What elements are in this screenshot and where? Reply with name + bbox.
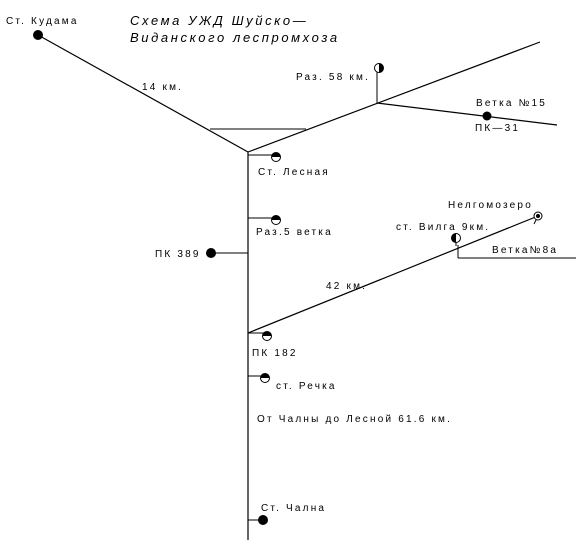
label-lesnaya: Ст. Лесная bbox=[258, 167, 330, 178]
scheme-title-line1: Схема УЖД Шуйско— bbox=[130, 13, 308, 28]
station-chalna-marker bbox=[258, 515, 268, 525]
station-vilga-marker bbox=[451, 233, 461, 243]
line-kudama-lesnaya bbox=[37, 34, 249, 153]
station-pk389-marker bbox=[206, 248, 216, 258]
label-pk389: ПК 389 bbox=[155, 249, 201, 260]
scheme-title-line2: Виданского леспромхоза bbox=[130, 30, 340, 45]
line-lesnaya-northeast bbox=[247, 41, 541, 153]
label-raz5: Раз.5 ветка bbox=[256, 227, 333, 238]
station-nelgomozero-marker bbox=[533, 211, 543, 221]
label-vetka8a: Ветка№8а bbox=[492, 245, 558, 256]
label-distance-14: 14 км. bbox=[142, 82, 183, 93]
label-distance-note: От Чалны до Лесной 61.6 км. bbox=[257, 414, 452, 425]
label-vetka15: Ветка №15 bbox=[476, 98, 547, 109]
station-raz5-marker bbox=[271, 215, 281, 225]
branch-vetka15 bbox=[376, 102, 558, 126]
station-pk182-marker bbox=[262, 331, 272, 341]
label-kudama: Ст. Кудама bbox=[6, 16, 79, 27]
label-raz58: Раз. 58 км. bbox=[296, 72, 370, 83]
label-pk31: ПК—31 bbox=[475, 123, 520, 134]
label-distance-42: 42 км. bbox=[326, 281, 367, 292]
station-raz58-marker bbox=[374, 63, 384, 73]
station-lesnaya-marker bbox=[271, 152, 281, 162]
station-kudama-marker bbox=[33, 30, 43, 40]
station-rechka-marker bbox=[260, 373, 270, 383]
label-vilga: ст. Вилга 9км. bbox=[396, 222, 490, 233]
station-pk31-marker bbox=[482, 111, 492, 121]
label-nelgomozero: Нелгомозеро bbox=[448, 200, 533, 211]
line-pk182-vilga bbox=[247, 215, 539, 334]
label-rechka: ст. Речка bbox=[276, 381, 337, 392]
label-pk182: ПК 182 bbox=[252, 348, 298, 359]
label-chalna: Ст. Чална bbox=[261, 503, 326, 514]
